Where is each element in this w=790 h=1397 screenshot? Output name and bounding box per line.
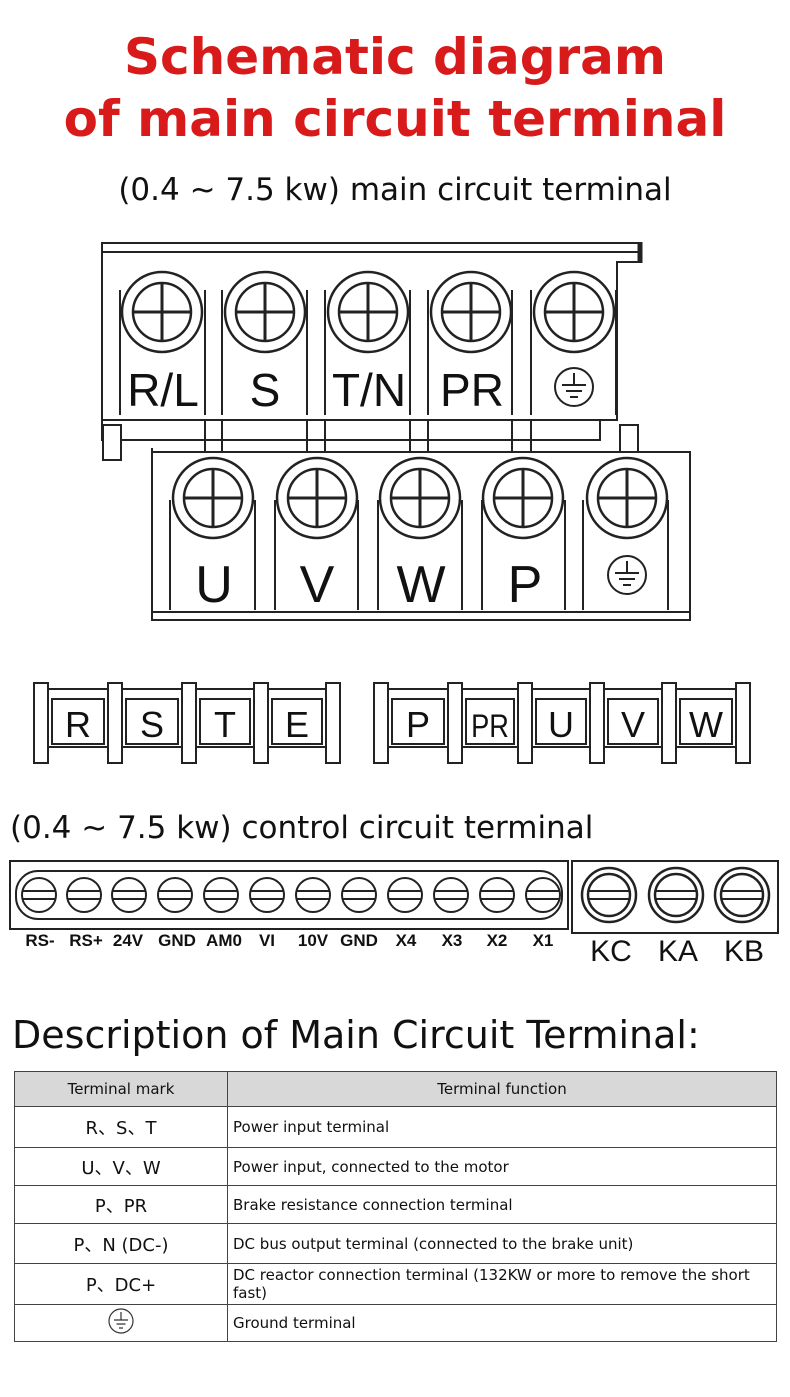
table-row: Ground terminal — [14, 1304, 777, 1342]
description-heading: Description of Main Circuit Terminal: — [12, 1013, 700, 1057]
control-terminal-label: X3 — [442, 931, 463, 950]
control-terminal-label: X4 — [396, 931, 417, 950]
relay-terminal-label: KB — [724, 935, 764, 968]
control-circuit-subtitle: (0.4 ~ 7.5 kw) control circuit terminal — [10, 810, 594, 846]
terminal-function: Brake resistance connection terminal — [227, 1185, 777, 1224]
ground-symbol-icon — [607, 555, 647, 595]
title-line-2: of main circuit terminal — [63, 90, 727, 148]
title-line-1: Schematic diagram — [123, 28, 667, 86]
main-terminal-diagram: R/L S T/N PR U V W P — [101, 242, 691, 621]
table-row: P、N (DC-) DC bus output terminal (connec… — [14, 1223, 777, 1264]
block-terminal-label: PR — [471, 709, 509, 745]
control-terminal-label: GND — [158, 931, 196, 950]
header-terminal-mark: Terminal mark — [14, 1071, 228, 1107]
control-terminal-label: RS+ — [69, 931, 103, 950]
terminal-blocks: R S T E P PR U V W — [33, 682, 751, 764]
main-circuit-subtitle: (0.4 ~ 7.5 kw) main circuit terminal — [118, 172, 672, 208]
terminal-function: Ground terminal — [227, 1304, 777, 1342]
terminal-function: DC bus output terminal (connected to the… — [227, 1223, 777, 1264]
block-terminal-label: P — [406, 704, 430, 745]
block-terminal-label: E — [285, 704, 309, 745]
block-terminal-label: W — [689, 704, 723, 745]
terminal-mark: P、PR — [14, 1185, 228, 1224]
relay-terminal-label: KA — [658, 935, 698, 968]
control-terminal-label: X2 — [487, 931, 508, 950]
bottom-terminal-label: V — [300, 556, 335, 614]
terminal-mark: P、N (DC-) — [14, 1223, 228, 1264]
block-terminal-label: R — [65, 704, 91, 745]
top-terminal-label: S — [250, 364, 281, 416]
ground-symbol-icon — [554, 367, 594, 407]
terminal-function: Power input, connected to the motor — [227, 1147, 777, 1186]
table-row: P、DC+ DC reactor connection terminal (13… — [14, 1263, 777, 1305]
control-terminal-label: VI — [259, 931, 275, 950]
control-terminal-label: GND — [340, 931, 378, 950]
terminal-description-table: Terminal mark Terminal function R、S、T Po… — [14, 1071, 777, 1342]
terminal-mark: U、V、W — [14, 1147, 228, 1186]
table-header-row: Terminal mark Terminal function — [14, 1071, 777, 1107]
block-terminal-label: U — [548, 704, 574, 745]
top-terminal-label: T/N — [332, 364, 406, 416]
terminal-mark: P、DC+ — [14, 1263, 228, 1305]
table-row: P、PR Brake resistance connection termina… — [14, 1185, 777, 1224]
relay-terminal-label: KC — [590, 935, 632, 968]
terminal-mark-ground — [14, 1304, 228, 1342]
terminal-mark: R、S、T — [14, 1106, 228, 1148]
control-terminal-label: RS- — [25, 931, 54, 950]
table-row: R、S、T Power input terminal — [14, 1106, 777, 1148]
control-terminal-label: X1 — [533, 931, 554, 950]
ground-symbol-icon — [108, 1307, 134, 1334]
bottom-terminal-label: U — [195, 556, 233, 614]
control-terminal-label: 10V — [298, 931, 329, 950]
table-row: U、V、W Power input, connected to the moto… — [14, 1147, 777, 1186]
terminal-function: DC reactor connection terminal (132KW or… — [227, 1263, 777, 1305]
block-terminal-label: V — [621, 704, 645, 745]
top-terminal-label: PR — [440, 364, 504, 416]
control-terminal-diagram: RS- RS+ 24V GND AM0 VI 10V GND X4 X3 X2 … — [9, 860, 779, 968]
header-terminal-function: Terminal function — [227, 1071, 777, 1107]
top-terminal-label: R/L — [127, 364, 199, 416]
terminal-function: Power input terminal — [227, 1106, 777, 1148]
bottom-terminal-label: P — [508, 556, 543, 614]
control-terminal-label: 24V — [113, 931, 144, 950]
block-terminal-label: T — [214, 704, 236, 745]
control-terminal-label: AM0 — [206, 931, 242, 950]
block-terminal-label: S — [140, 704, 164, 745]
bottom-terminal-label: W — [396, 556, 445, 614]
